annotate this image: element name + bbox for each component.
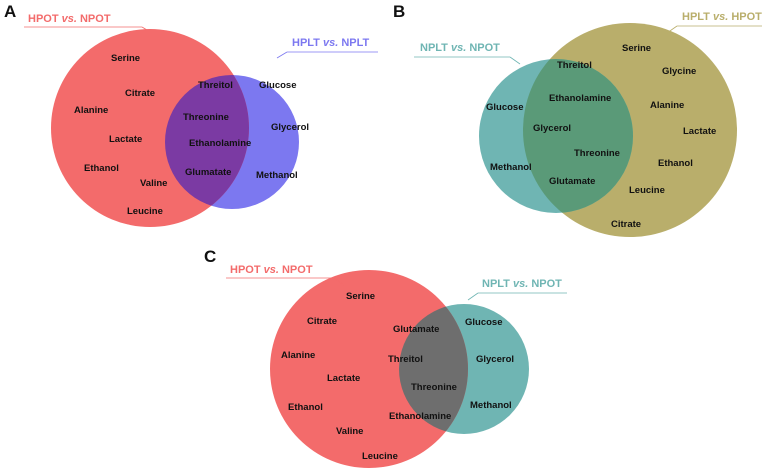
- panel-b: B NPLT vs. NPOT HPLT vs. HPOT Glucose Me…: [393, 2, 762, 237]
- set-label-hpot-npot: HPOT vs. NPOT: [28, 13, 111, 25]
- item-ethanol: Ethanol: [288, 402, 323, 413]
- item-threonine: Threonine: [574, 148, 620, 159]
- set-label-hplt-nplt: HPLT vs. NPLT: [292, 37, 370, 49]
- item-leucine: Leucine: [362, 451, 398, 462]
- item-threitol: Threitol: [557, 60, 592, 71]
- set-label-hpot-npot: HPOT vs. NPOT: [230, 264, 313, 276]
- item-serine: Serine: [111, 53, 140, 64]
- panel-c: C HPOT vs. NPOT NPLT vs. NPOT Serine Cit…: [204, 247, 567, 468]
- leader-hpot-npot-tick: [141, 26, 153, 34]
- item-valine: Valine: [140, 178, 167, 189]
- venn-circle-hpot-npot: [270, 270, 468, 468]
- leader-hplt-nplt-tick: [276, 51, 288, 59]
- item-glycerol: Glycerol: [533, 123, 571, 134]
- leader-hpot-npot-tick: [333, 277, 345, 286]
- item-glycerol: Glycerol: [476, 354, 514, 365]
- item-alanine: Alanine: [281, 350, 315, 361]
- item-ethanolamine: Ethanolamine: [549, 93, 611, 104]
- set-label-hplt-hpot: HPLT vs. HPOT: [682, 11, 762, 23]
- item-lactate: Lactate: [683, 126, 716, 137]
- item-serine: Serine: [346, 291, 375, 302]
- item-leucine: Leucine: [629, 185, 665, 196]
- item-glucose: Glucose: [259, 80, 297, 91]
- item-methanol: Methanol: [490, 162, 532, 173]
- item-ethanol: Ethanol: [84, 163, 119, 174]
- item-threonine: Threonine: [183, 112, 229, 123]
- panel-a: A HPOT vs. NPOT HPLT vs. NPLT Serine Cit…: [4, 2, 378, 227]
- item-lactate: Lactate: [327, 373, 360, 384]
- item-serine: Serine: [622, 43, 651, 54]
- item-glycine: Glycine: [662, 66, 696, 77]
- item-methanol: Methanol: [470, 400, 512, 411]
- item-methanol: Methanol: [256, 170, 298, 181]
- panel-letter-b: B: [393, 2, 405, 21]
- item-threitol: Threitol: [388, 354, 423, 365]
- item-glucose: Glucose: [486, 102, 524, 113]
- venn-overlap-b: [523, 59, 633, 213]
- item-citrate: Citrate: [611, 219, 641, 230]
- item-valine: Valine: [336, 426, 363, 437]
- leader-nplt-npot-tick: [467, 292, 479, 301]
- item-threonine: Threonine: [411, 382, 457, 393]
- leader-nplt-npot-tick: [509, 56, 521, 65]
- item-glucose: Glucose: [465, 317, 503, 328]
- item-alanine: Alanine: [74, 105, 108, 116]
- item-threitol: Threitol: [198, 80, 233, 91]
- panel-letter-a: A: [4, 2, 16, 21]
- item-leucine: Leucine: [127, 206, 163, 217]
- item-alanine: Alanine: [650, 100, 684, 111]
- panel-letter-c: C: [204, 247, 216, 266]
- item-citrate: Citrate: [307, 316, 337, 327]
- item-lactate: Lactate: [109, 134, 142, 145]
- item-glutamate: Glutamate: [549, 176, 595, 187]
- set-label-nplt-npot: NPLT vs. NPOT: [420, 42, 500, 54]
- item-glutamate: Glutamate: [393, 324, 439, 335]
- leader-hplt-hpot-tick: [666, 25, 678, 34]
- item-ethanolamine: Ethanolamine: [189, 138, 251, 149]
- item-citrate: Citrate: [125, 88, 155, 99]
- item-glumatate: Glumatate: [185, 167, 231, 178]
- item-ethanolamine: Ethanolamine: [389, 411, 451, 422]
- item-glycerol: Glycerol: [271, 122, 309, 133]
- item-ethanol: Ethanol: [658, 158, 693, 169]
- set-label-nplt-npot: NPLT vs. NPOT: [482, 278, 562, 290]
